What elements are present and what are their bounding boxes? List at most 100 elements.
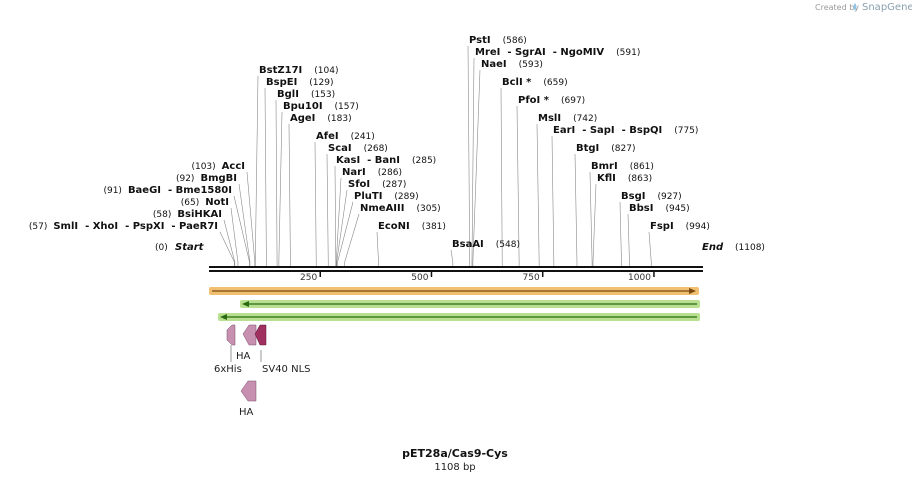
restriction-site[interactable]: BmgBI (92) (176, 173, 251, 266)
end-position: (1108) (735, 243, 765, 253)
site-position: (268) (364, 144, 388, 154)
site-leader-line (450, 249, 454, 266)
ruler-tick-label: 250 (300, 273, 317, 283)
restriction-site[interactable]: BclI *(659) (500, 77, 568, 266)
site-position: (183) (327, 114, 351, 124)
restriction-site[interactable]: Bpu10I(157) (278, 101, 359, 266)
start-label: Start (175, 242, 205, 253)
restriction-site[interactable]: NarI(286) (335, 167, 402, 266)
feature-ha-2-label: HA (239, 407, 254, 418)
site-name: KasI - BanI (336, 155, 400, 166)
site-leader-line (246, 171, 256, 266)
site-name: BsgI (621, 191, 645, 202)
site-name: MslI (538, 113, 561, 124)
site-position: (381) (422, 222, 446, 232)
ruler-tick-label: 1000 (628, 273, 651, 283)
restriction-site[interactable]: BbsI (945) (627, 203, 690, 266)
site-name: PstI (469, 35, 491, 46)
feature-6xhis[interactable]: 6xHis (214, 324, 242, 375)
site-position: (945) (665, 204, 689, 214)
feature-sv40-nls-label: SV40 NLS (262, 364, 311, 375)
restriction-site[interactable]: PstI(586) (467, 35, 527, 266)
site-position: (994) (686, 222, 710, 232)
restriction-site[interactable]: BaeGI - Bme1580I(91) (103, 185, 250, 266)
orf-green-2[interactable] (218, 313, 700, 321)
restriction-site[interactable]: FspI (994) (648, 221, 710, 266)
site-name: BmrI (591, 161, 618, 172)
restriction-site[interactable]: EcoNI(381) (376, 221, 446, 266)
site-position: (104) (314, 66, 338, 76)
site-position: (742) (573, 114, 597, 124)
restriction-site[interactable]: BglI(153) (275, 89, 335, 266)
site-position: (861) (630, 162, 654, 172)
site-position: (92) (176, 174, 194, 184)
feature-ha-1[interactable]: HA (236, 324, 257, 362)
site-leader-line (619, 201, 622, 266)
restriction-site[interactable]: AfeI(241) (314, 131, 375, 266)
site-name: BbsI (629, 203, 653, 214)
site-leader-line (264, 87, 267, 266)
site-leader-line (335, 177, 342, 266)
site-position: (593) (519, 60, 543, 70)
restriction-site[interactable]: PluTI (289) (337, 191, 419, 266)
site-leader-line (471, 57, 475, 266)
restriction-site[interactable]: ScaI(268) (326, 143, 388, 266)
site-leader-line (334, 165, 337, 266)
site-name: AfeI (316, 131, 339, 142)
site-leader-line (337, 201, 354, 266)
feature-ha-2[interactable]: HA (239, 380, 257, 418)
orf-orange[interactable] (209, 287, 699, 295)
site-leader-line (288, 123, 291, 266)
restriction-site[interactable]: BspEI(129) (264, 77, 334, 266)
ruler-tick-label: 500 (411, 273, 428, 283)
site-position: (927) (657, 192, 681, 202)
feature-6xhis-label: 6xHis (214, 364, 242, 375)
restriction-site[interactable]: NotI(65) (181, 197, 239, 266)
site-leader-line (233, 195, 250, 266)
site-leader-line (500, 87, 503, 266)
site-position: (286) (378, 168, 402, 178)
site-leader-line (648, 231, 652, 266)
site-name: BmgBI (200, 173, 237, 184)
site-name: SfoI (348, 179, 370, 190)
restriction-site[interactable]: BsiHKAI(58) (153, 209, 236, 266)
site-leader-line (278, 111, 283, 266)
restriction-site[interactable]: SfoI(287) (336, 179, 407, 266)
restriction-site[interactable]: BsgI (927) (619, 191, 682, 266)
restriction-site[interactable]: NmeAIII(305) (344, 203, 441, 266)
restriction-site[interactable]: NaeI(593) (472, 59, 543, 266)
restriction-site[interactable]: MslI (742) (536, 113, 597, 266)
restriction-site[interactable]: KasI - BanI (285) (334, 155, 436, 266)
site-name: BtgI (576, 143, 599, 154)
restriction-site[interactable]: BtgI(827) (574, 143, 635, 266)
credit-brand: SnapGene (862, 2, 912, 13)
site-name: FspI (650, 221, 674, 232)
snapgene-logo-icon (853, 3, 857, 11)
site-position: (57) (29, 222, 47, 232)
site-leader-line (238, 183, 251, 266)
site-position: (103) (191, 162, 215, 172)
restriction-site[interactable]: SmlI - XhoI - PspXI - PaeR7I(57) (29, 221, 235, 266)
site-name: BaeGI - Bme1580I (128, 185, 232, 196)
site-name: MreI - SgrAI - NgoMIV (475, 47, 604, 58)
restriction-site[interactable]: BmrI (861) (589, 161, 654, 266)
restriction-site[interactable]: BstZ17I(104) (254, 65, 338, 266)
restriction-site[interactable]: PfoI *(697) (516, 95, 585, 266)
restriction-site[interactable]: KflI(863) (592, 173, 652, 266)
site-leader-line (275, 99, 278, 266)
feature-sv40-nls[interactable]: SV40 NLS (254, 324, 311, 375)
site-name: PluTI (354, 191, 382, 202)
orf-green-1[interactable] (240, 300, 700, 308)
restriction-site[interactable]: AccI(103) (191, 161, 256, 266)
restriction-site[interactable]: AgeI(183) (288, 113, 352, 266)
site-position: (285) (412, 156, 436, 166)
site-name: BsaAI (452, 239, 484, 250)
restriction-site[interactable]: EarI - SapI - BspQI(775) (551, 125, 698, 266)
restriction-site[interactable]: MreI - SgrAI - NgoMIV(591) (471, 47, 640, 266)
site-position: (289) (394, 192, 418, 202)
site-position: (659) (543, 78, 567, 88)
site-leader-line (589, 171, 593, 266)
site-leader-line (551, 135, 555, 266)
restriction-site[interactable]: BsaAI(548) (450, 239, 520, 266)
